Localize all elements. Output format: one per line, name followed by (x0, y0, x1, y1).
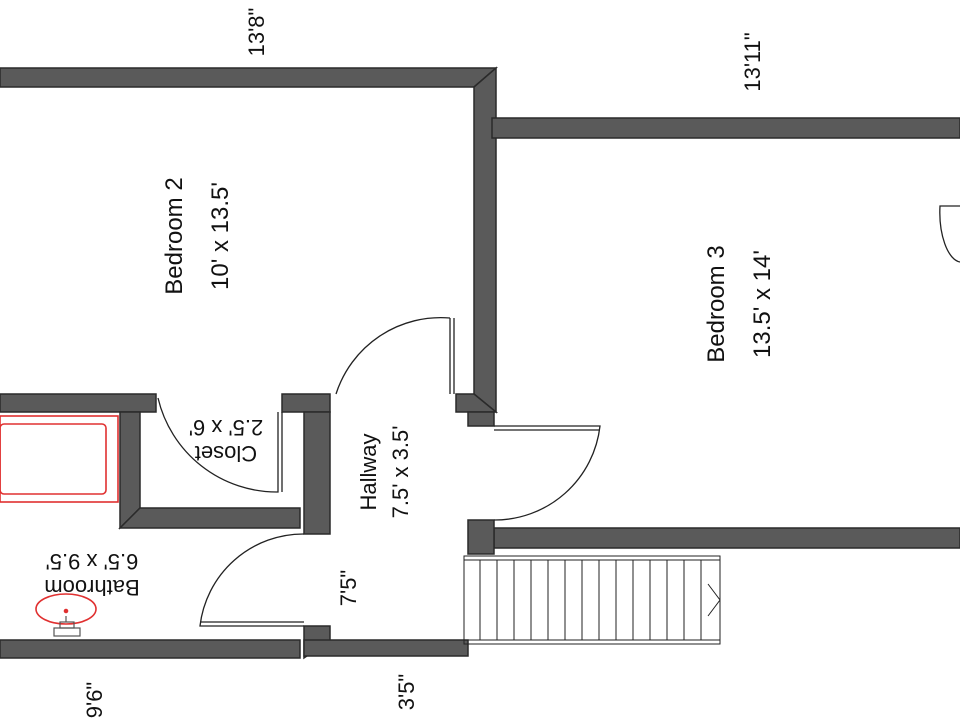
bedroom3-size: 13.5' x 14' (749, 250, 776, 358)
dim-bottom-left: 9'6" (82, 682, 107, 718)
faucet-icon (53, 616, 81, 637)
dim-top-left: 13'8" (244, 8, 269, 57)
bedroom3-name: Bedroom 3 (703, 245, 730, 362)
dim-hall-length: 7'5" (336, 570, 361, 606)
wall-stub-bed2-door (455, 393, 499, 413)
wall-bathroom-top (0, 393, 157, 413)
closet-size: 2.5' x 6' (189, 415, 263, 440)
sink-basin (35, 593, 97, 625)
door-bedroom3 (493, 425, 601, 521)
bathtub-inner (0, 423, 107, 495)
hallway-size: 7.5' x 3.5' (388, 426, 413, 519)
door-bedroom3-right (939, 205, 960, 263)
bathroom-name: Bathroom (44, 575, 139, 600)
stairs-arrow-icon (707, 583, 721, 617)
sink-drain (63, 608, 69, 614)
dim-top-right: 13'11" (740, 32, 765, 91)
door-closet (157, 397, 279, 493)
door-bedroom2 (335, 316, 451, 395)
label-hallway: Hallway 7.5' x 3.5' (356, 426, 413, 519)
wall-stub-bed3-door-top (467, 411, 495, 427)
wall-closet-top-right (281, 393, 331, 413)
doors (157, 205, 960, 627)
label-bedroom3: Bedroom 3 13.5' x 14' (703, 245, 776, 362)
wall-bedroom3-top (491, 117, 960, 139)
dim-bottom-mid: 3'5" (394, 674, 419, 710)
wall-bathroom-bottom (0, 639, 301, 659)
wall-bedroom2-top (0, 67, 499, 88)
bathroom-size: 6.5' x 9.5' (46, 549, 139, 574)
walls (0, 66, 960, 660)
wall-closet-right (303, 411, 331, 535)
stairs-outline (463, 555, 721, 645)
bedroom2-size: 10' x 13.5' (207, 182, 234, 290)
hallway-name: Hallway (356, 433, 381, 510)
wall-closet-bottom (118, 507, 301, 529)
label-closet: Closet 2.5' x 6' (189, 415, 263, 466)
bedroom2-name: Bedroom 2 (161, 177, 188, 294)
label-bathroom: Bathroom 6.5' x 9.5' (44, 549, 139, 600)
stairs (463, 555, 721, 645)
bathtub-outline (0, 415, 119, 503)
wall-bedroom3-bottom (493, 527, 960, 549)
stair-treads (479, 560, 702, 640)
door-bathroom (199, 533, 305, 627)
bathroom-fixtures (0, 415, 119, 625)
wall-stub-bed3-door-bottom (467, 519, 495, 555)
label-bedroom2: Bedroom 2 10' x 13.5' (161, 177, 234, 294)
closet-name: Closet (195, 441, 257, 466)
wall-hall-bottom (303, 639, 469, 657)
